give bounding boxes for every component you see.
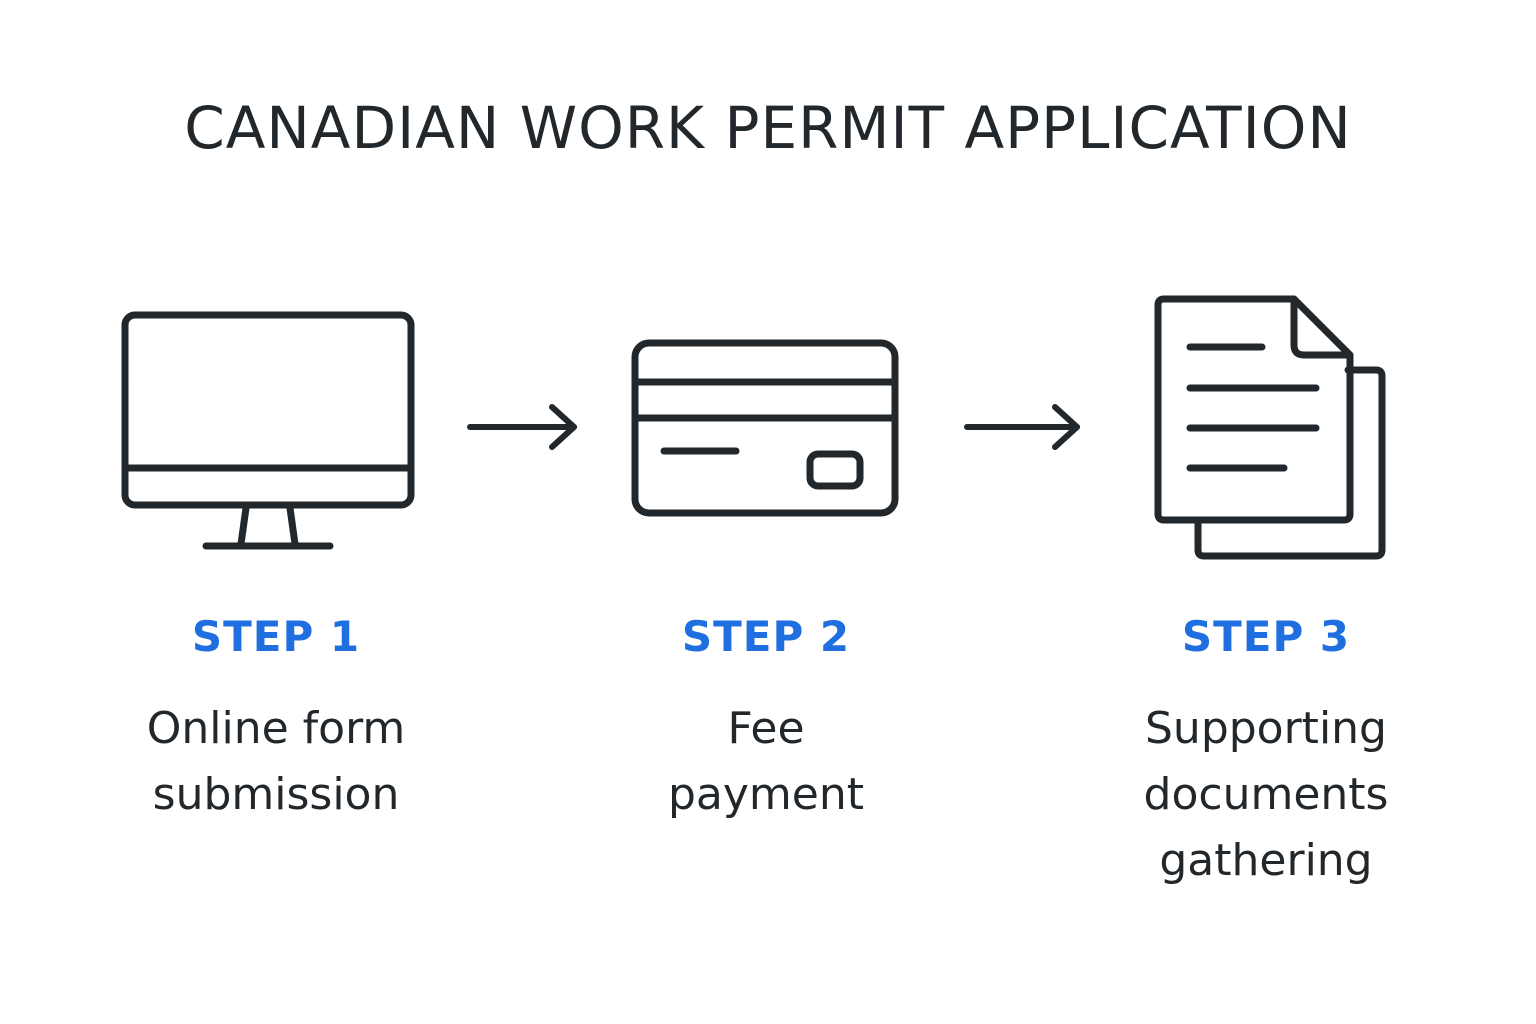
page-title: CANADIAN WORK PERMIT APPLICATION bbox=[184, 94, 1352, 162]
monitor-icon bbox=[118, 308, 418, 554]
step-1-label: STEP 1 bbox=[191, 612, 361, 661]
step-1-description-line: submission bbox=[152, 769, 400, 820]
documents-icon bbox=[1148, 292, 1390, 564]
step-2: STEP 2 Fee payment bbox=[556, 612, 976, 828]
step-3-description-line: documents bbox=[1143, 769, 1389, 820]
step-3-description-line: gathering bbox=[1159, 835, 1373, 886]
step-3-description: Supporting documents gathering bbox=[1056, 696, 1476, 894]
step-1-description-line: Online form bbox=[146, 703, 406, 754]
credit-card-icon bbox=[628, 336, 902, 520]
step-2-description: Fee payment bbox=[556, 696, 976, 828]
step-3-description-line: Supporting bbox=[1145, 703, 1387, 754]
arrow-right-icon bbox=[466, 402, 582, 456]
step-2-description-line: Fee bbox=[727, 703, 805, 754]
step-2-label: STEP 2 bbox=[681, 612, 851, 661]
arrow-right-icon bbox=[963, 402, 1085, 456]
step-3: STEP 3 Supporting documents gathering bbox=[1056, 612, 1476, 894]
step-3-label: STEP 3 bbox=[1181, 612, 1351, 661]
step-1-description: Online form submission bbox=[66, 696, 486, 828]
step-1: STEP 1 Online form submission bbox=[66, 612, 486, 828]
step-2-description-line: payment bbox=[667, 769, 864, 820]
